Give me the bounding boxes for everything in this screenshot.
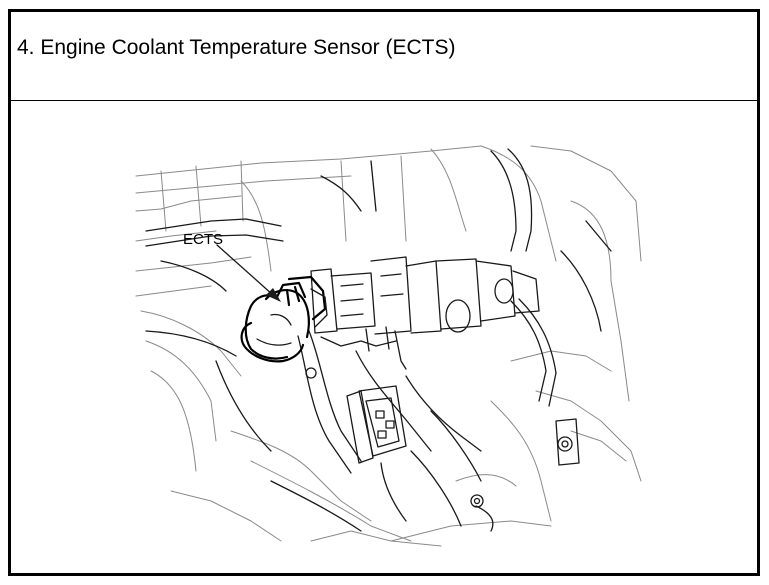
figure-frame: 4. Engine Coolant Temperature Sensor (EC… — [8, 9, 760, 576]
ects-callout-label: ECTS — [183, 231, 223, 248]
callout-arrowhead — [266, 288, 281, 302]
ects-sensor — [240, 275, 328, 363]
coolant-hoses — [145, 148, 612, 532]
engine-diagram: ECTS — [11, 101, 757, 573]
ects-callout: ECTS — [183, 231, 281, 302]
engine-bay-illustration: ECTS — [135, 145, 642, 547]
title-bar: 4. Engine Coolant Temperature Sensor (EC… — [11, 12, 757, 101]
page-title: 4. Engine Coolant Temperature Sensor (EC… — [17, 36, 456, 59]
wiring-harness — [310, 256, 540, 370]
engine-background-lines — [135, 145, 642, 547]
lower-connector — [346, 385, 407, 522]
mounting-bolts — [305, 367, 580, 508]
